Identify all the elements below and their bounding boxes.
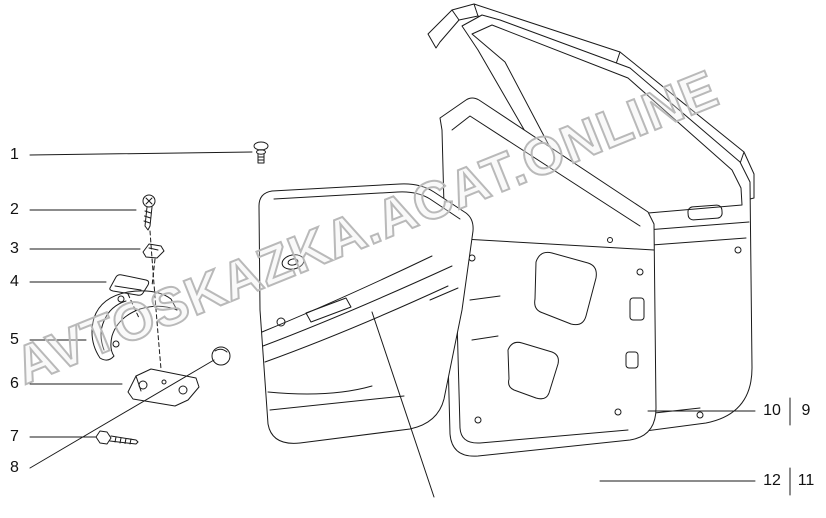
callout-4[interactable]: 4 <box>10 273 19 290</box>
part-6-bracket[interactable] <box>127 368 200 407</box>
callout-6[interactable]: 6 <box>10 375 19 392</box>
door-trim-panel[interactable] <box>258 183 474 444</box>
callout-10[interactable]: 10 <box>763 402 781 419</box>
part-3-clip[interactable] <box>142 243 165 259</box>
part-5-pull-handle[interactable] <box>91 290 178 361</box>
callout-2[interactable]: 2 <box>10 201 19 218</box>
part-8-cap[interactable] <box>211 346 231 366</box>
callout-3[interactable]: 3 <box>10 240 19 257</box>
assembly-axis-lines <box>127 230 162 370</box>
part-2-screw[interactable] <box>142 194 156 231</box>
part-7-bolt[interactable] <box>95 430 139 445</box>
part-4-handle-insert[interactable] <box>109 274 150 296</box>
callout-1[interactable]: 1 <box>10 146 19 163</box>
part-1-trim-clip[interactable] <box>253 141 269 164</box>
door-inner-panel[interactable] <box>439 97 657 457</box>
callout-7[interactable]: 7 <box>10 428 19 445</box>
callout-11[interactable]: 11 <box>797 472 815 489</box>
callout-12[interactable]: 12 <box>763 472 781 489</box>
callout-5[interactable]: 5 <box>10 331 19 348</box>
leader-lines <box>29 151 756 498</box>
callout-9[interactable]: 9 <box>801 402 811 419</box>
callout-8[interactable]: 8 <box>10 459 19 476</box>
